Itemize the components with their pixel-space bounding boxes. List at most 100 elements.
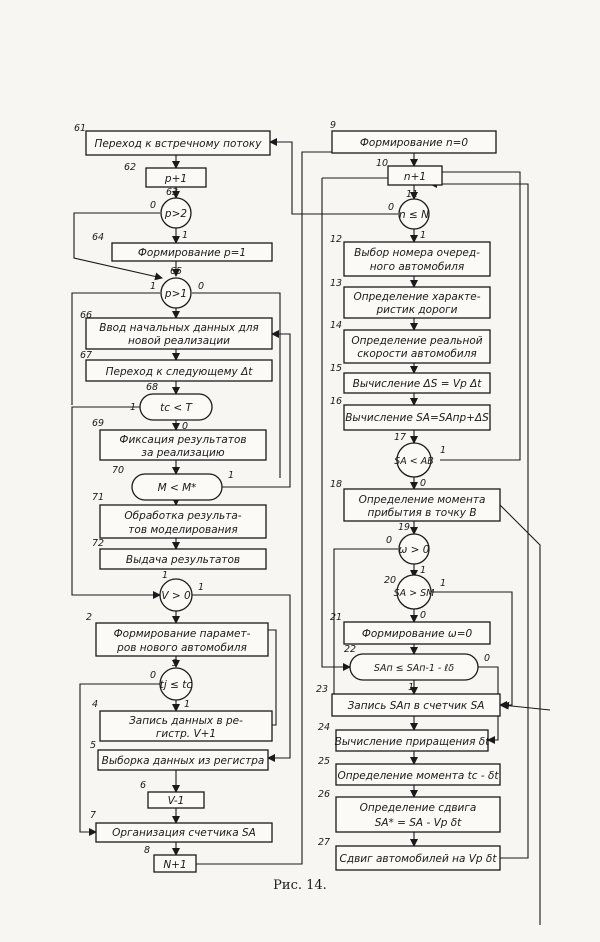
svg-text:6: 6	[140, 780, 146, 791]
node-21: Формирование ω=0 21	[330, 612, 491, 645]
node-61-num: 61	[74, 123, 86, 134]
node-5: Выборка данных из регистра 5	[90, 740, 269, 771]
node-1: V > 0 1 1	[159, 570, 204, 612]
node-2: Формирование парамет- ров нового автомоб…	[86, 612, 269, 657]
node-64: Формирование p=1 64	[92, 232, 273, 262]
svg-text:скорости автомобиля: скорости автомобиля	[357, 348, 477, 360]
svg-text:Запись данных в ре-: Запись данных в ре-	[129, 715, 243, 727]
svg-text:гистр. V+1: гистр. V+1	[156, 728, 216, 740]
node-61: Переход к встречному потоку 61	[74, 123, 271, 156]
svg-text:за реализацию: за реализацию	[141, 447, 224, 459]
svg-text:Выборка данных из регистра: Выборка данных из регистра	[102, 755, 265, 767]
svg-text:1: 1	[182, 230, 188, 241]
node-12: Выбор номера очеред- ного автомобиля 12	[330, 234, 491, 277]
node-18: Определение момента прибытия в точку B 1…	[330, 479, 501, 522]
svg-text:2: 2	[86, 612, 92, 623]
node-20: SA > SM 20 1 0	[384, 574, 446, 621]
node-66: Ввод начальных данных для новой реализац…	[80, 310, 273, 350]
svg-text:13: 13	[330, 278, 342, 289]
svg-text:p>2: p>2	[164, 208, 187, 220]
svg-text:Организация счетчика SA: Организация счетчика SA	[112, 827, 256, 839]
svg-text:Ввод начальных данных для: Ввод начальных данных для	[99, 322, 259, 334]
svg-text:N+1: N+1	[163, 859, 186, 871]
figure-caption: Рис. 14.	[273, 878, 327, 893]
node-15: Вычисление ΔS = Vр Δt 15	[330, 363, 491, 394]
svg-text:70: 70	[112, 465, 124, 476]
svg-text:10: 10	[376, 158, 388, 169]
svg-text:67: 67	[80, 350, 92, 361]
svg-text:1: 1	[440, 578, 446, 589]
node-68: tс < T 68 1 0	[130, 382, 213, 432]
svg-text:0: 0	[182, 421, 188, 432]
svg-text:4: 4	[92, 699, 98, 710]
svg-text:ров нового автомобиля: ров нового автомобиля	[116, 642, 247, 654]
svg-text:0: 0	[388, 202, 394, 213]
svg-text:новой реализации: новой реализации	[128, 335, 230, 347]
svg-text:tс < T: tс < T	[160, 402, 193, 414]
svg-text:0: 0	[484, 653, 490, 664]
svg-text:26: 26	[318, 789, 330, 800]
node-71: Обработка результа- тов моделирования 71	[92, 492, 267, 539]
svg-text:64: 64	[92, 232, 104, 243]
svg-text:15: 15	[330, 363, 342, 374]
node-17: SA < AB 17 1 0	[394, 432, 446, 489]
node-25: Определение момента tс - δt 25	[318, 756, 501, 786]
svg-text:1: 1	[150, 281, 156, 292]
node-22: SAп ≤ SAп-1 - ℓδ 22 0 1	[344, 644, 490, 693]
node-70: M < M* 70 1	[112, 465, 234, 501]
svg-text:M < M*: M < M*	[158, 482, 197, 494]
svg-text:0: 0	[420, 478, 426, 489]
svg-text:68: 68	[146, 382, 158, 393]
svg-text:Переход к следующему Δt: Переход к следующему Δt	[106, 366, 254, 378]
svg-text:63: 63	[166, 187, 178, 198]
svg-text:20: 20	[384, 575, 396, 586]
svg-text:ного автомобиля: ного автомобиля	[370, 261, 464, 273]
svg-text:SA > SM: SA > SM	[394, 588, 435, 599]
node-69: Фиксация результатов за реализацию 69	[92, 418, 267, 461]
node-62: p+1 62	[124, 162, 207, 188]
svg-text:62: 62	[124, 162, 136, 173]
connectors-right	[196, 138, 551, 925]
node-13: Определение характе- ристик дороги 13	[330, 278, 491, 319]
svg-text:Вычисление приращения δt: Вычисление приращения δt	[335, 736, 491, 748]
node-23: Запись SAп в счетчик SA 23	[316, 684, 501, 717]
svg-text:3: 3	[172, 658, 178, 669]
svg-text:5: 5	[90, 740, 96, 751]
node-16: Вычисление SA=SAпр+ΔS 16	[330, 396, 491, 431]
svg-text:27: 27	[318, 837, 330, 848]
svg-text:14: 14	[330, 320, 342, 331]
svg-text:Сдвиг автомобилей на Vр δt: Сдвиг автомобилей на Vр δt	[340, 853, 498, 865]
svg-text:16: 16	[330, 396, 342, 407]
svg-text:8: 8	[144, 845, 150, 856]
svg-text:1: 1	[228, 470, 234, 481]
svg-text:Определение характе-: Определение характе-	[353, 291, 480, 303]
svg-text:SAп ≤ SAп-1 - ℓδ: SAп ≤ SAп-1 - ℓδ	[374, 663, 454, 674]
svg-text:71: 71	[92, 492, 104, 503]
svg-text:Формирование n=0: Формирование n=0	[360, 137, 469, 149]
svg-text:11: 11	[406, 189, 418, 200]
svg-text:0: 0	[386, 535, 392, 546]
svg-text:12: 12	[330, 234, 342, 245]
svg-text:p+1: p+1	[164, 173, 187, 185]
svg-text:V > 0: V > 0	[161, 590, 191, 602]
connectors-left	[71, 155, 291, 856]
svg-text:SA* = SA - Vр δt: SA* = SA - Vр δt	[375, 817, 462, 829]
svg-text:19: 19	[398, 522, 410, 533]
svg-text:0: 0	[420, 610, 426, 621]
svg-text:n+1: n+1	[404, 171, 426, 183]
svg-text:Определение реальной: Определение реальной	[351, 335, 482, 347]
svg-text:9: 9	[330, 120, 336, 131]
svg-text:18: 18	[330, 479, 342, 490]
svg-text:tj ≤ tс: tj ≤ tс	[160, 679, 193, 691]
svg-text:Запись SAп в счетчик SA: Запись SAп в счетчик SA	[348, 700, 485, 712]
svg-text:ристик дороги: ристик дороги	[376, 304, 458, 316]
svg-text:65: 65	[170, 266, 182, 277]
svg-text:1: 1	[162, 570, 168, 581]
node-6: V-1 6	[140, 780, 205, 809]
svg-text:21: 21	[330, 612, 342, 623]
svg-text:Выбор номера очеред-: Выбор номера очеред-	[354, 247, 480, 259]
node-63: p>2 63 0 1	[150, 187, 192, 241]
svg-text:ω > 0: ω > 0	[399, 544, 430, 556]
node-19: ω > 0 19 0 1	[386, 522, 430, 576]
